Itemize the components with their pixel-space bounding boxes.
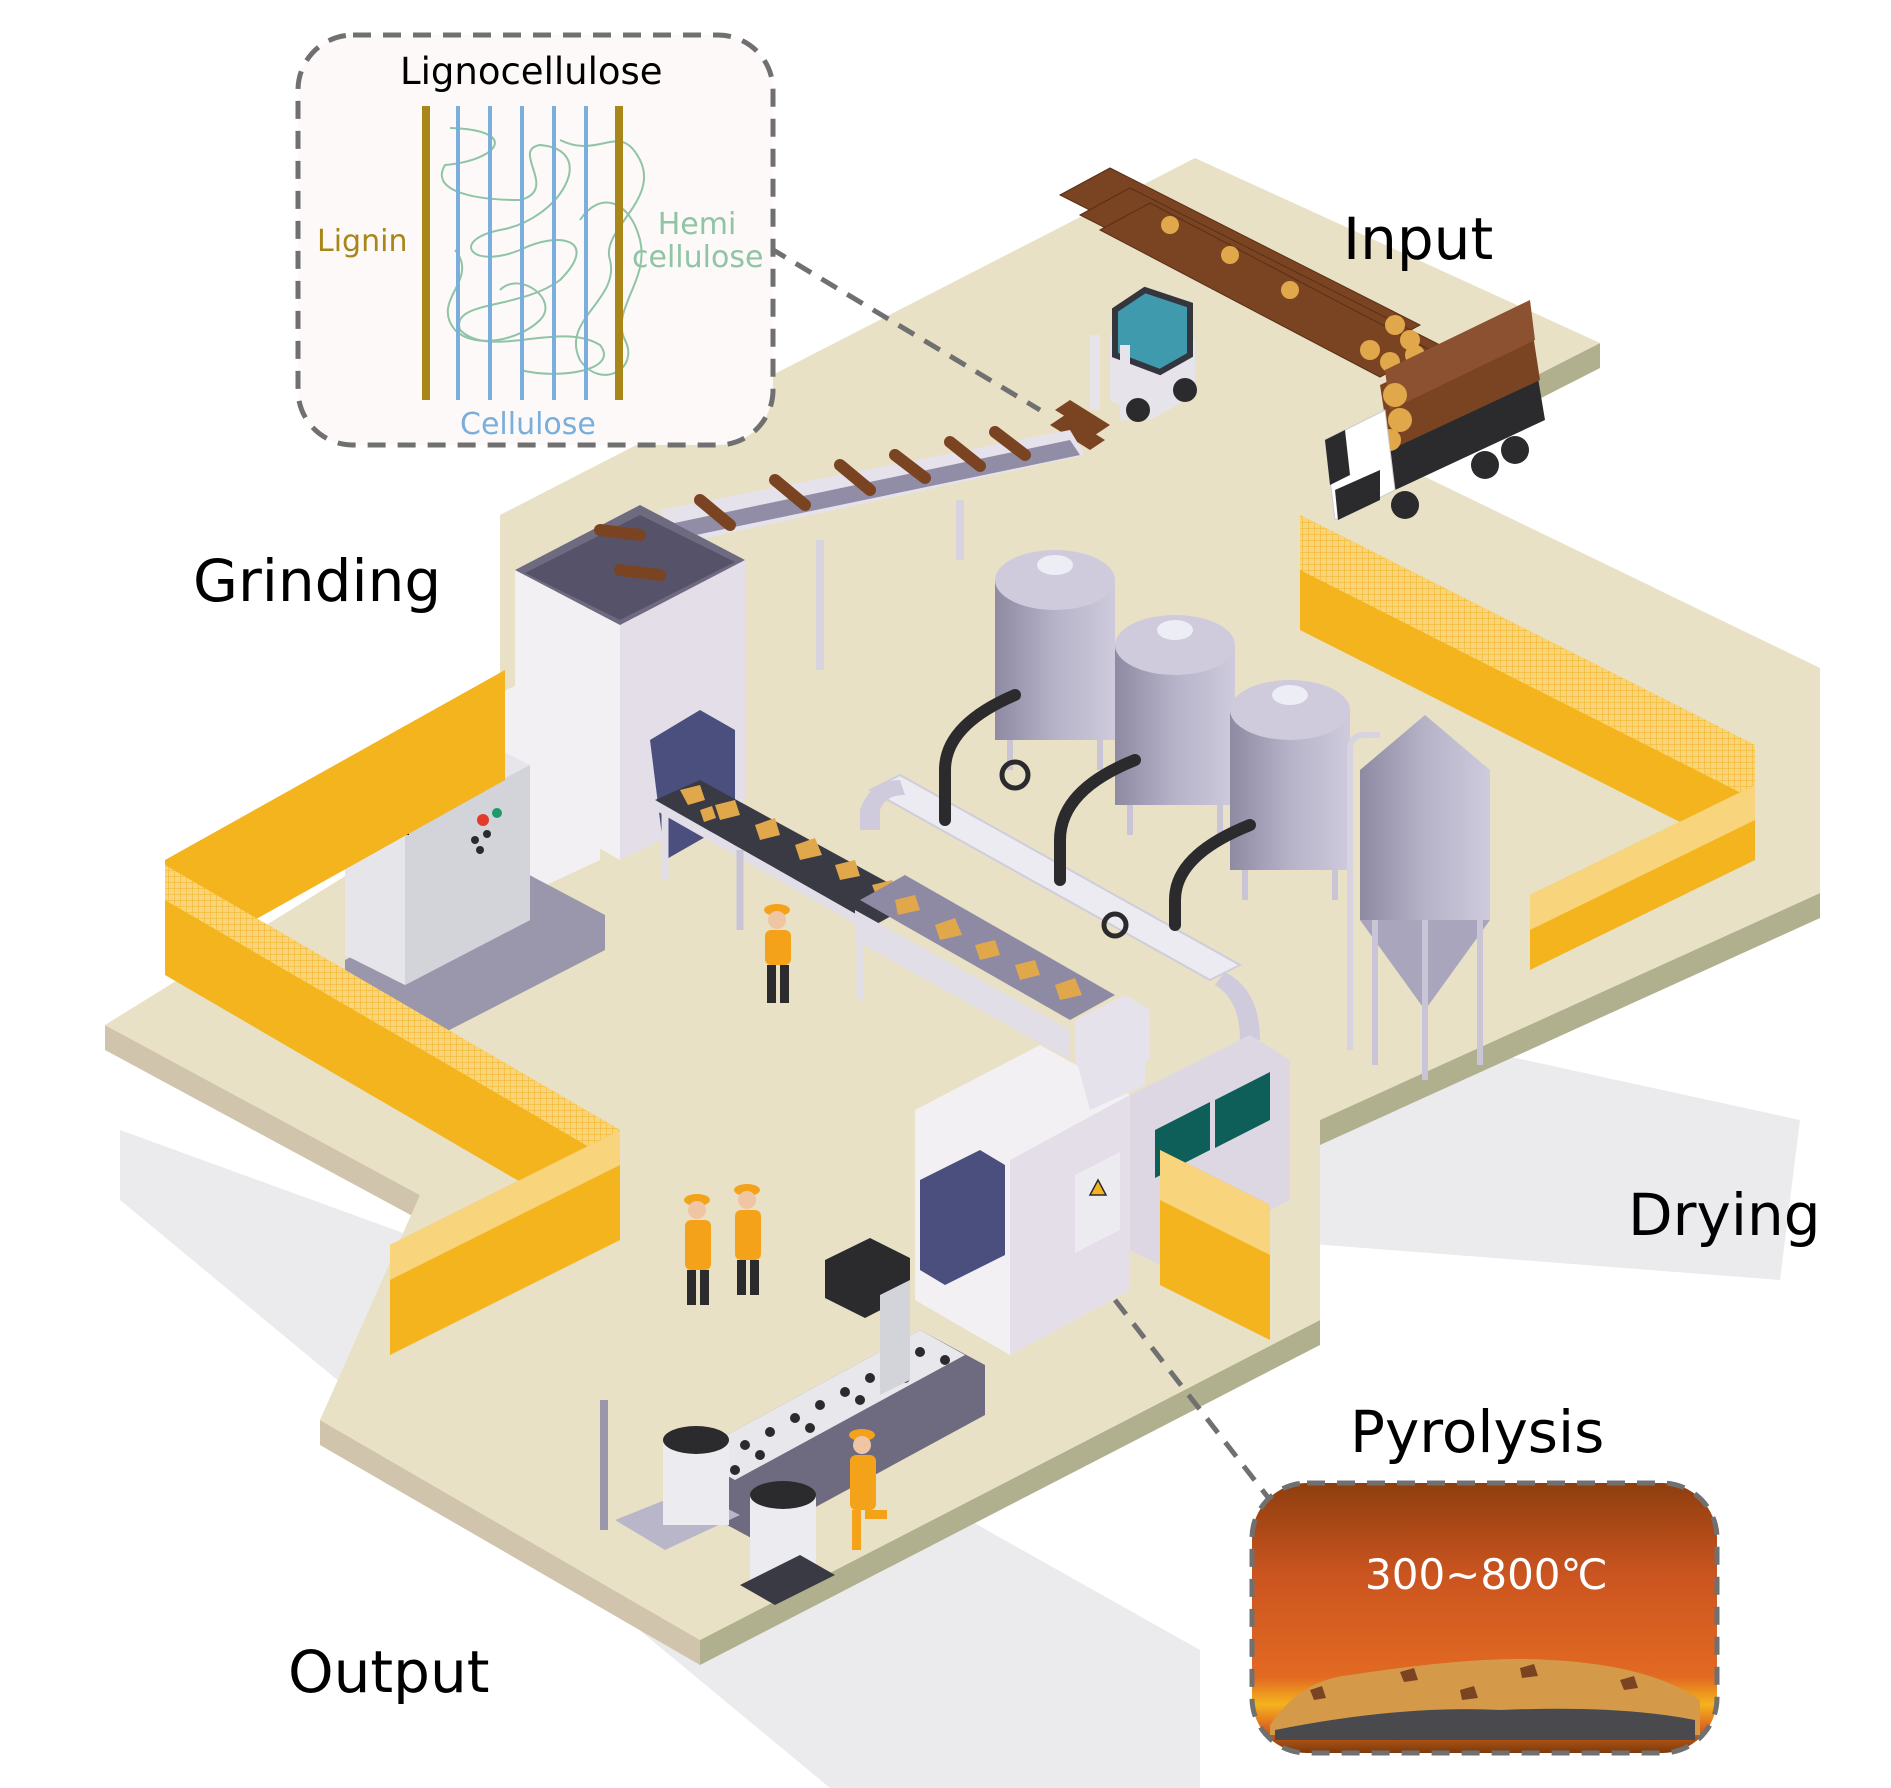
stage-label-input: Input: [1343, 205, 1494, 273]
label-hemicellulose: Hemi cellulose: [632, 207, 764, 275]
leader-line-lignocellulose: [768, 245, 1042, 413]
workers: [684, 904, 887, 1550]
cellulose-fibers: [456, 106, 588, 400]
feedstock-pile: [1270, 1659, 1700, 1740]
worker-icon: [734, 1184, 761, 1295]
pipe-valve-icon: [860, 689, 1260, 1040]
stage-label-pyrolysis: Pyrolysis: [1350, 1398, 1605, 1466]
stage-label-grinding: Grinding: [193, 547, 442, 615]
log-truck-icon: [1324, 300, 1545, 521]
leader-line-pyrolysis: [1113, 1298, 1272, 1502]
label-lignin: Lignin: [317, 224, 408, 259]
label-cellulose: Cellulose: [460, 407, 596, 442]
safety-fence-icon: [165, 515, 1755, 1355]
leader-lines: [768, 245, 1272, 1502]
worker-icon: [684, 1194, 711, 1305]
label-hemicellulose-line2: cellulose: [632, 240, 764, 275]
stage-label-drying: Drying: [1628, 1181, 1821, 1249]
log-conveyor-icon: [660, 426, 1085, 670]
pyrolysis-reactor-icon: [915, 1030, 1290, 1355]
lignocellulose-inset: [295, 32, 776, 448]
pyrolysis-temperature: 300~800℃: [1365, 1550, 1608, 1599]
pyrolysis-inset: [1249, 1480, 1720, 1756]
char-bin-cart-icon: [600, 1400, 835, 1605]
conical-silo-icon: [1347, 715, 1490, 1080]
storage-tank-icon: [1230, 680, 1350, 900]
belt-conveyor-icon: [655, 780, 920, 1000]
inset-title-lignocellulose: Lignocellulose: [400, 50, 663, 93]
stage-label-output: Output: [288, 1638, 490, 1706]
screw-conveyor-icon: [855, 875, 1150, 1085]
worker-icon: [764, 904, 791, 1003]
label-hemicellulose-line1: Hemi: [657, 207, 737, 242]
forklift-icon: [1050, 286, 1197, 450]
storage-tank-icon: [995, 550, 1115, 770]
storage-tanks: [995, 550, 1490, 1080]
lignin-walls: [422, 106, 623, 400]
storage-tank-icon: [1115, 615, 1235, 835]
grinder-hopper-icon: [485, 505, 745, 895]
worker-icon: [849, 1429, 887, 1550]
